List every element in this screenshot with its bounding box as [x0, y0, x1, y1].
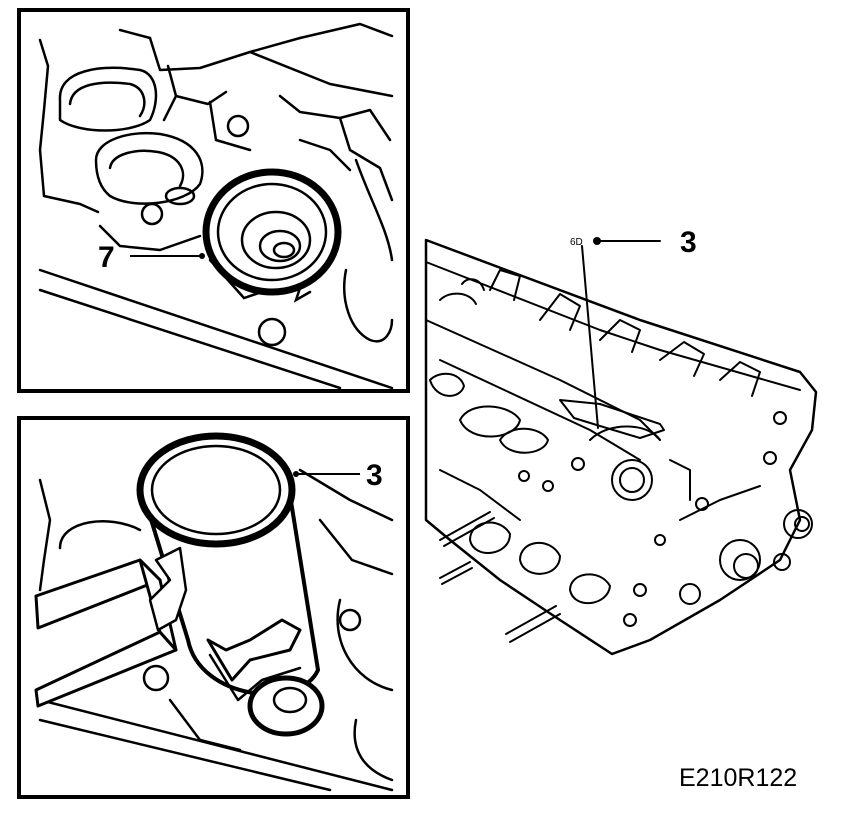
tool-sleeve-top	[136, 432, 296, 548]
figure-id: E210R122	[679, 764, 797, 792]
callout-3-right-dot	[593, 237, 601, 245]
callout-3-bottom-dot	[293, 471, 299, 477]
top-inset-panel: 7	[17, 8, 410, 393]
stud-2	[439, 561, 471, 579]
cylinder-head-outline	[424, 238, 818, 656]
callout-3-right-leader-down	[581, 245, 599, 429]
cylinder-head-view: 6D 3	[424, 226, 818, 656]
stud-3	[505, 605, 557, 635]
installer-tool	[34, 432, 325, 737]
top-panel-upper-bore	[58, 66, 158, 132]
callout-3-right-small-mark: 6D	[570, 237, 583, 248]
stud-1	[439, 511, 491, 541]
bottom-inset-panel: 3	[17, 416, 410, 799]
valve-stem-seal-ring	[202, 168, 342, 303]
top-panel-casting-edge	[38, 38, 100, 214]
callout-3-right-label: 3	[680, 226, 697, 259]
callout-7-dot	[199, 253, 205, 259]
callout-3-bottom-label: 3	[366, 459, 383, 492]
callout-7-label: 7	[98, 241, 115, 274]
